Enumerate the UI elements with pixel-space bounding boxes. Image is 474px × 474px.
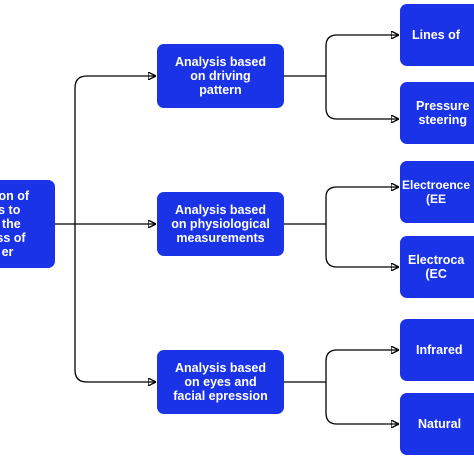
connector-root-to-eyes	[74, 224, 155, 382]
leaf-node-label: Electroence (EE	[402, 178, 471, 206]
leaf-node-label: Lines of	[412, 28, 460, 42]
category-node-label: Analysis based on driving pattern	[174, 55, 266, 97]
root-node-label: rtion of ls to t the ess of er	[0, 189, 30, 259]
connector-physio-to-ecg	[325, 224, 398, 267]
category-node-eyes-facial: Analysis based on eyes and facial epress…	[157, 350, 284, 414]
category-node-physiological: Analysis based on physiological measurem…	[157, 192, 284, 256]
leaf-node-label: Natural	[418, 417, 462, 431]
connector-root-to-driving	[74, 76, 155, 224]
connector-eyes-to-infrared	[325, 350, 398, 382]
connector-eyes-to-natural	[325, 382, 398, 424]
category-node-label: Analysis based on eyes and facial epress…	[173, 361, 268, 403]
leaf-node-label: Infrared	[416, 343, 463, 357]
category-node-driving-pattern: Analysis based on driving pattern	[157, 44, 284, 108]
connector-driving-to-pressure	[325, 76, 398, 119]
category-node-label: Analysis based on physiological measurem…	[171, 203, 270, 245]
connector-physio-to-eeg	[325, 187, 398, 224]
leaf-node-pressure-steering: Pressure steering	[400, 82, 474, 144]
leaf-node-infrared: Infrared	[400, 319, 474, 381]
leaf-node-label: Pressure steering	[416, 99, 470, 127]
leaf-node-lines: Lines of	[400, 4, 474, 66]
leaf-node-natural: Natural	[400, 393, 474, 455]
connector-driving-to-lines	[325, 35, 398, 76]
leaf-node-ecg: Electroca (EC	[400, 236, 474, 298]
leaf-node-label: Electroca (EC	[408, 253, 465, 281]
root-node: rtion of ls to t the ess of er	[0, 180, 55, 268]
leaf-node-eeg: Electroence (EE	[400, 161, 474, 223]
